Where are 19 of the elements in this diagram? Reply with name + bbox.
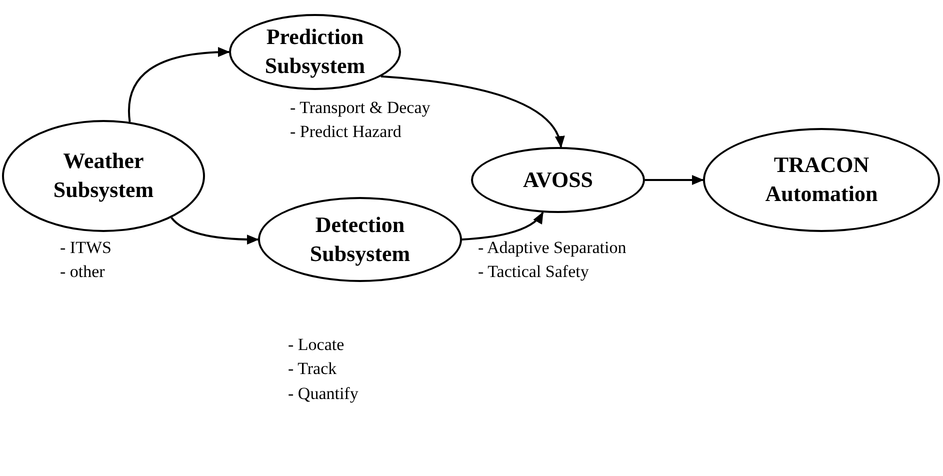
bullet-note: - other (60, 262, 106, 283)
arrow (462, 212, 544, 240)
arrow (170, 216, 259, 244)
bullet-note: - Predict Hazard (290, 122, 402, 143)
node-label: Weather Subsystem (52, 147, 155, 204)
bullet-note: - Locate (288, 335, 346, 356)
bullet-note: - ITWS (60, 238, 112, 258)
bullet-note: - Quantify (288, 384, 358, 404)
bullet-note: - Track (288, 359, 338, 380)
arrow (380, 75, 564, 148)
node-label: TRACON Automation (764, 151, 879, 208)
bullet-note: - Transport & Decay (290, 98, 430, 118)
arrow (128, 47, 230, 122)
node-label: Prediction Subsystem (264, 23, 366, 80)
bullet-note: - Adaptive Separation (478, 238, 626, 258)
node-label: AVOSS (522, 166, 594, 194)
bullet-note: - Tactical Safety (478, 262, 590, 283)
arrow (645, 175, 704, 185)
node-label: Detection Subsystem (308, 210, 412, 268)
